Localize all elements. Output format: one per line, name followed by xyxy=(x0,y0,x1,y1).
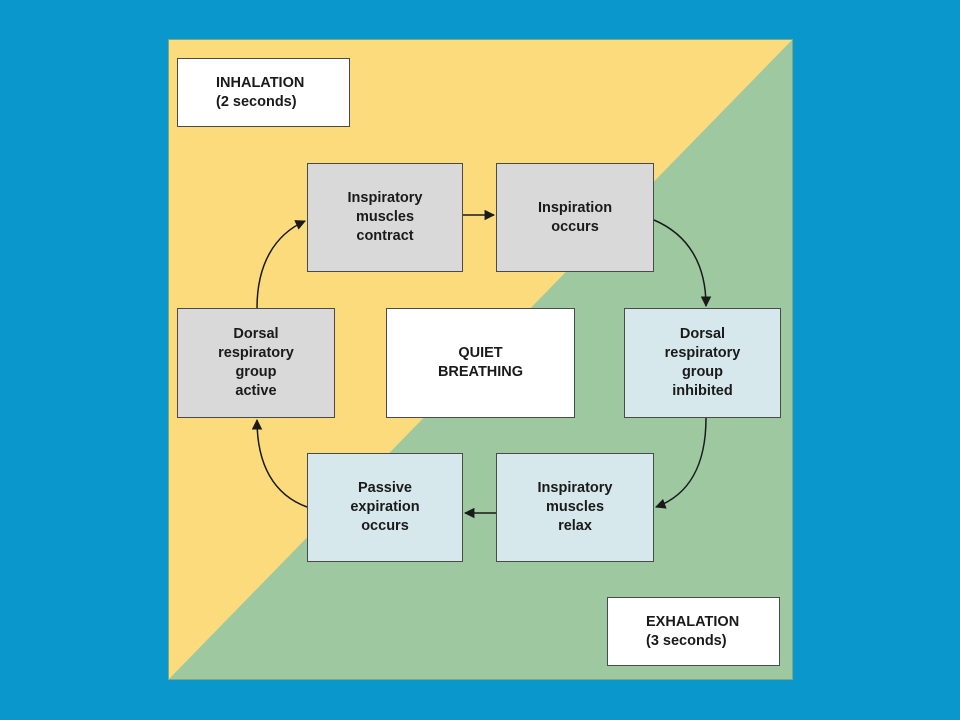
step-dorsal-respiratory-group-active: Dorsal respiratory group active xyxy=(177,308,335,418)
step-inspiratory-muscles-contract: Inspiratory muscles contract xyxy=(307,163,463,272)
step-passive-expiration-occurs: Passive expiration occurs xyxy=(307,453,463,562)
step-inspiration-occurs: Inspiration occurs xyxy=(496,163,654,272)
exhalation-label: EXHALATION (3 seconds) xyxy=(607,597,780,666)
step-dorsal-respiratory-group-inhibited: Dorsal respiratory group inhibited xyxy=(624,308,781,418)
diagram-panel: INHALATION (2 seconds) Inspiratory muscl… xyxy=(169,40,792,679)
inhalation-label: INHALATION (2 seconds) xyxy=(177,58,350,127)
center-label-quiet-breathing: QUIET BREATHING xyxy=(386,308,575,418)
step-inspiratory-muscles-relax: Inspiratory muscles relax xyxy=(496,453,654,562)
